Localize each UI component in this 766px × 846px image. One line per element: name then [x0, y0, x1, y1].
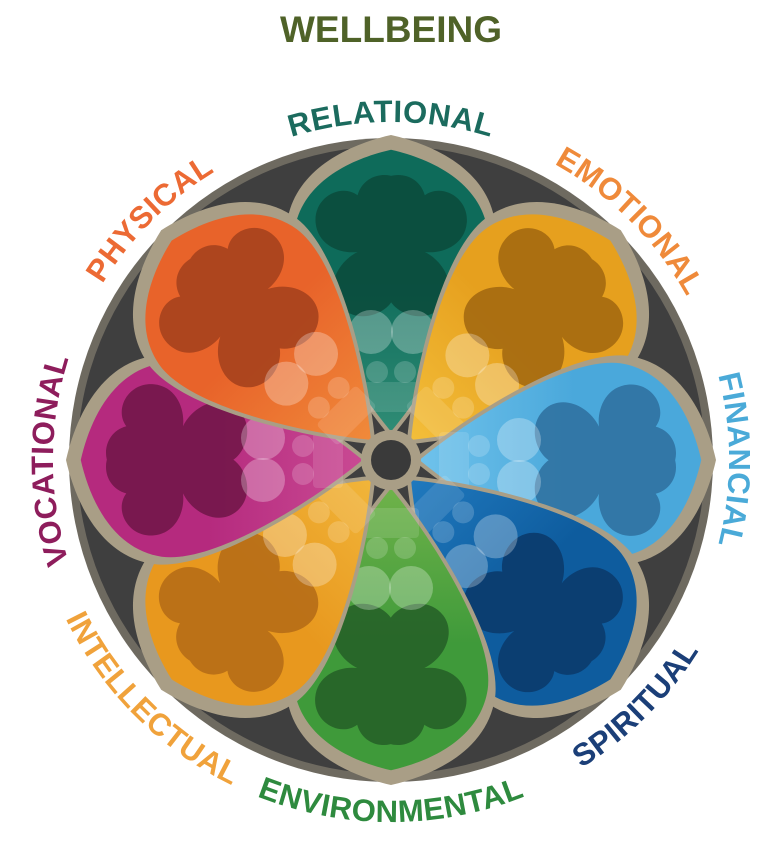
person-body-relational: [363, 382, 419, 412]
person-head-intellectual: [327, 521, 350, 544]
person-head-financial: [497, 460, 541, 504]
person-head-relational: [391, 310, 435, 354]
club-shape-vocational: [106, 384, 248, 536]
club-shape-emotional: [463, 228, 623, 388]
person-head-physical: [264, 361, 309, 406]
person-head-relational: [366, 361, 388, 383]
person-head-vocational: [241, 416, 285, 460]
person-body-spiritual: [406, 475, 465, 534]
club-shape-intellectual: [159, 532, 319, 692]
person-head-emotional: [445, 333, 490, 378]
person-head-spiritual: [473, 514, 518, 559]
person-body-intellectual: [317, 475, 376, 534]
club-shape-physical: [159, 228, 319, 388]
person-head-intellectual: [307, 501, 330, 524]
person-body-environmental: [363, 508, 419, 538]
person-head-financial: [468, 435, 490, 457]
person-head-spiritual: [432, 521, 455, 544]
person-head-physical: [327, 376, 350, 399]
center-hub: [371, 440, 411, 480]
person-head-vocational: [292, 463, 314, 485]
person-head-environmental: [347, 566, 391, 610]
person-head-financial: [468, 463, 490, 485]
person-body-emotional: [406, 386, 465, 445]
person-head-financial: [497, 418, 541, 462]
person-head-vocational: [292, 435, 314, 457]
person-head-environmental: [389, 566, 433, 610]
person-body-financial: [439, 432, 469, 488]
person-head-physical: [294, 331, 339, 376]
person-head-physical: [307, 396, 330, 419]
person-head-relational: [349, 310, 393, 354]
page-title: WELLBEING: [280, 9, 502, 50]
person-body-physical: [317, 386, 376, 445]
petals: [66, 135, 716, 785]
person-head-vocational: [241, 458, 285, 502]
club-shape-financial: [534, 384, 676, 536]
person-body-vocational: [313, 432, 343, 488]
club-shape-spiritual: [463, 532, 623, 692]
wheel: [66, 135, 716, 785]
person-head-intellectual: [292, 542, 337, 587]
petal-physical: [132, 201, 376, 445]
person-head-environmental: [394, 537, 416, 559]
person-head-spiritual: [452, 501, 475, 524]
person-head-emotional: [452, 396, 475, 419]
club-shape-environmental: [315, 603, 467, 746]
person-head-relational: [394, 361, 416, 383]
person-head-environmental: [366, 537, 388, 559]
person-head-emotional: [432, 376, 455, 399]
label-financial: FINANCIAL: [711, 369, 757, 551]
club-shape-relational: [315, 174, 467, 317]
